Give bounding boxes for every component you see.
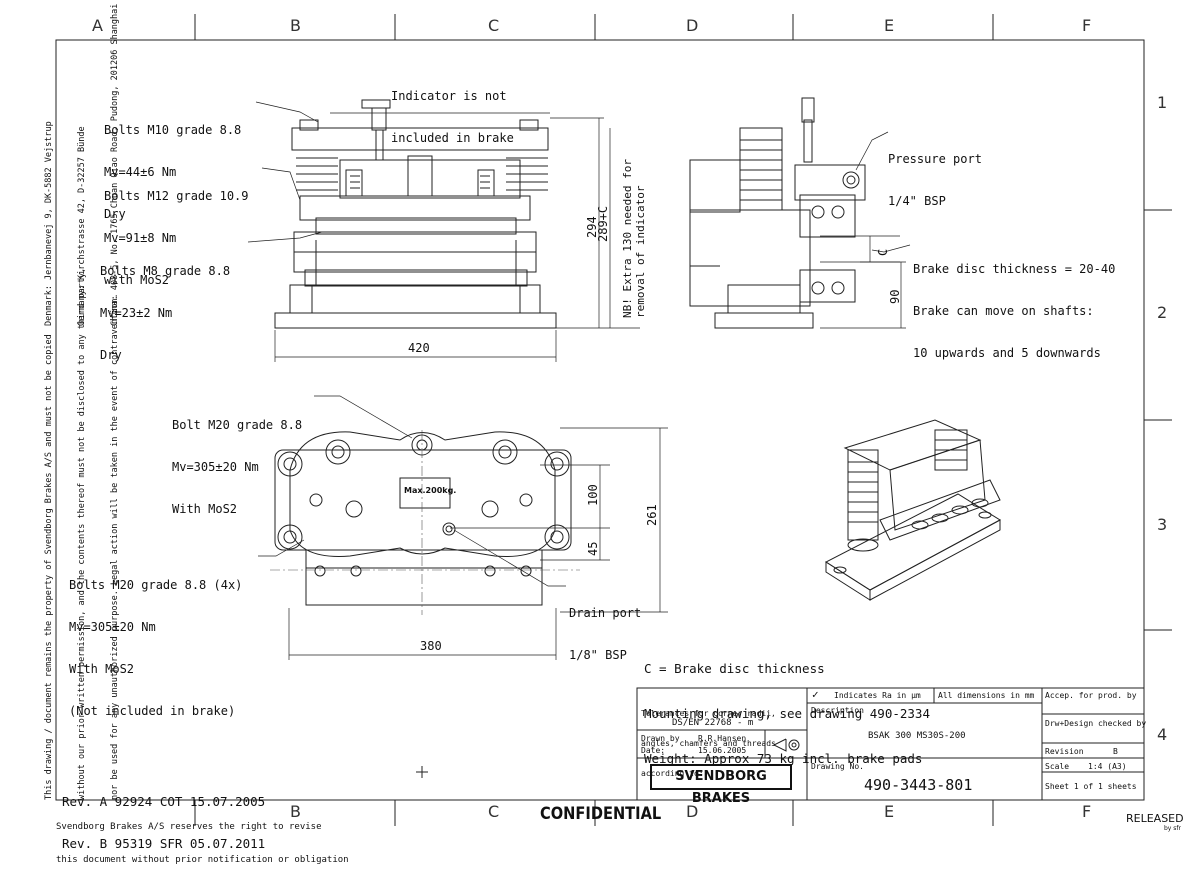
note-bolt-m20-line-3: With MoS2	[172, 502, 238, 516]
tb-indicates-ra: Indicates Ra in µm	[834, 691, 921, 700]
note-bolts-m12: Bolts M12 grade 10.9 Mv=91±8 Nm with MoS…	[104, 161, 249, 301]
check-icon: ✓	[812, 688, 819, 701]
note-bolts-m12-line-2: Mv=91±8 Nm	[104, 231, 177, 245]
released-stamp: RELEASED	[1126, 812, 1184, 825]
note-bolt-m20: Bolt M20 grade 8.8 Mv=305±20 Nm With MoS…	[172, 390, 302, 530]
note-bolts-m10-line-1: Bolts M10 grade 8.8	[104, 123, 242, 137]
confidential-stamp: CONFIDENTIAL	[540, 804, 662, 824]
note-disc-thickness-line-1: Brake disc thickness = 20-40	[913, 262, 1116, 276]
dim-289c: 289+C	[596, 205, 610, 242]
tb-revision-label: Revision	[1045, 747, 1084, 756]
note-nb-extra: NB! Extra 130 needed for removal of indi…	[621, 159, 647, 318]
note-bolts-m8-line-2: Mv=23±2 Nm	[100, 306, 173, 320]
reserve-note: Svendborg Brakes A/S reserves the right …	[56, 800, 349, 877]
note-indicator-line-2: included in brake	[391, 131, 514, 145]
note-bolts-m10: Bolts M10 grade 8.8 Mv=44±6 Nm Dry	[104, 95, 241, 235]
revision-a: Rev. A 92924 COT 15.07.2005	[62, 794, 266, 809]
note-bolts-m8-line-3: Dry	[100, 348, 122, 362]
dim-420: 420	[408, 341, 430, 355]
tb-drawn-by: R.R.Hansen	[698, 734, 747, 743]
note-drain-port-line-2: 1/8" BSP	[569, 648, 627, 662]
tb-revision: B	[1113, 747, 1118, 756]
grid-col-c-bottom: C	[488, 802, 500, 821]
grid-col-a: A	[92, 16, 103, 35]
note-pressure-port-line-2: 1/4" BSP	[888, 194, 946, 208]
grid-col-f-bottom: F	[1082, 802, 1092, 821]
tb-tolerances-line-3: according to:	[641, 769, 704, 778]
tb-tolerances: Tolerances for corner radii, angles, cha…	[641, 689, 776, 789]
note-bolts-m8-line-1: Bolts M8 grade 8.8	[100, 264, 231, 278]
grid-col-d: D	[686, 16, 699, 35]
released-by: by sfr	[1164, 825, 1181, 832]
note-general-line-1: C = Brake disc thickness	[644, 661, 825, 676]
label-max-load: Max.200kg.	[404, 486, 457, 495]
tb-accep: Accep. for prod. by	[1045, 691, 1137, 700]
grid-col-c: C	[488, 16, 500, 35]
grid-col-e: E	[884, 16, 895, 35]
tb-checked: Drw+Design checked by	[1045, 719, 1147, 728]
tb-drawing-no: 490-3443-801	[864, 776, 973, 794]
note-disc-thickness-line-2: Brake can move on shafts:	[913, 304, 1094, 318]
tb-date-label: Date:	[641, 746, 666, 755]
note-drain-port: Drain port 1/8" BSP	[569, 578, 641, 676]
note-general-line-2: Mounting drawing, see drawing 490-2334	[644, 706, 930, 721]
tb-tolerances-line-1: Tolerances for corner radii,	[641, 709, 776, 718]
dim-261: 261	[645, 504, 659, 526]
dim-100: 100	[586, 484, 600, 506]
drawing-sheet: A B C D E F B C D E F 1 2 3 4 Denmark: J…	[44, 4, 1184, 865]
tb-drawing-no-label: Drawing No.	[811, 762, 864, 771]
note-bolt-m20-line-2: Mv=305±20 Nm	[172, 460, 259, 474]
copyright-line-1: This drawing / document remains the prop…	[44, 334, 54, 800]
note-general: C = Brake disc thickness Mounting drawin…	[644, 631, 930, 781]
note-disc-thickness-line-3: 10 upwards and 5 downwards	[913, 346, 1101, 360]
company-logo: SVENDBORG BRAKES	[650, 764, 792, 806]
note-bolts-m20-4x-line-3: With MoS2	[69, 662, 135, 676]
tb-all-dimensions: All dimensions in mm	[938, 691, 1035, 700]
note-pressure-port: Pressure port 1/4" BSP	[888, 124, 982, 222]
dim-c: C	[876, 248, 890, 256]
dim-380: 380	[420, 639, 442, 653]
tb-date: 15.06.2005	[698, 746, 747, 755]
tb-sheet: Sheet 1 of 1 sheets	[1045, 782, 1137, 791]
note-bolts-m20-4x-line-2: Mv=305±20 Nm	[69, 620, 156, 634]
grid-col-f: F	[1082, 16, 1092, 35]
note-indicator-line-1: Indicator is not	[391, 89, 507, 103]
note-disc-thickness: Brake disc thickness = 20-40 Brake can m…	[913, 234, 1115, 374]
note-general-line-3: Weight: Approx 73 kg incl. brake pads	[644, 751, 923, 766]
reserve-note-line-2: this document without prior notification…	[56, 855, 349, 865]
note-bolts-m20-4x-line-1: Bolts M20 grade 8.8 (4x)	[69, 578, 243, 592]
note-bolts-m20-4x: Bolts M20 grade 8.8 (4x) Mv=305±20 Nm Wi…	[69, 550, 242, 732]
dim-90: 90	[888, 289, 902, 304]
note-bolts-m8: Bolts M8 grade 8.8 Mv=23±2 Nm Dry	[100, 236, 230, 376]
note-bolts-m10-line-2: Mv=44±6 Nm	[104, 165, 177, 179]
reserve-note-line-1: Svendborg Brakes A/S reserves the right …	[56, 822, 322, 832]
tb-scale-label: Scale	[1045, 762, 1070, 771]
grid-col-b-bottom: B	[290, 802, 301, 821]
dim-45: 45	[586, 541, 600, 556]
tb-standard: DS/EN 22768 - m	[672, 718, 754, 728]
grid-col-d-bottom: D	[686, 802, 699, 821]
grid-row-1: 1	[1157, 93, 1168, 112]
note-bolt-m20-line-1: Bolt M20 grade 8.8	[172, 418, 303, 432]
note-bolts-m12-line-1: Bolts M12 grade 10.9	[104, 189, 249, 203]
tb-description: BSAK 300 MS30S-200	[868, 731, 966, 741]
note-bolts-m10-line-3: Dry	[104, 207, 126, 221]
note-indicator: Indicator is not included in brake	[391, 61, 514, 159]
note-bolts-m12-line-3: with MoS2	[104, 273, 170, 287]
grid-row-2: 2	[1157, 303, 1168, 322]
grid-col-b: B	[290, 16, 301, 35]
note-pressure-port-line-1: Pressure port	[888, 152, 982, 166]
grid-row-3: 3	[1157, 515, 1168, 534]
tb-scale: 1:4 (A3)	[1088, 762, 1127, 771]
tb-description-label: Description	[811, 706, 864, 715]
grid-col-e-bottom: E	[884, 802, 895, 821]
tb-drawn-by-label: Drawn by	[641, 734, 680, 743]
tb-tolerances-line-2: angles, chamfers and threads	[641, 739, 776, 748]
note-bolts-m20-4x-line-4: (Not included in brake)	[69, 704, 236, 718]
drawing-linework	[55, 14, 1172, 826]
note-drain-port-line-1: Drain port	[569, 606, 642, 620]
grid-row-4: 4	[1157, 725, 1168, 744]
